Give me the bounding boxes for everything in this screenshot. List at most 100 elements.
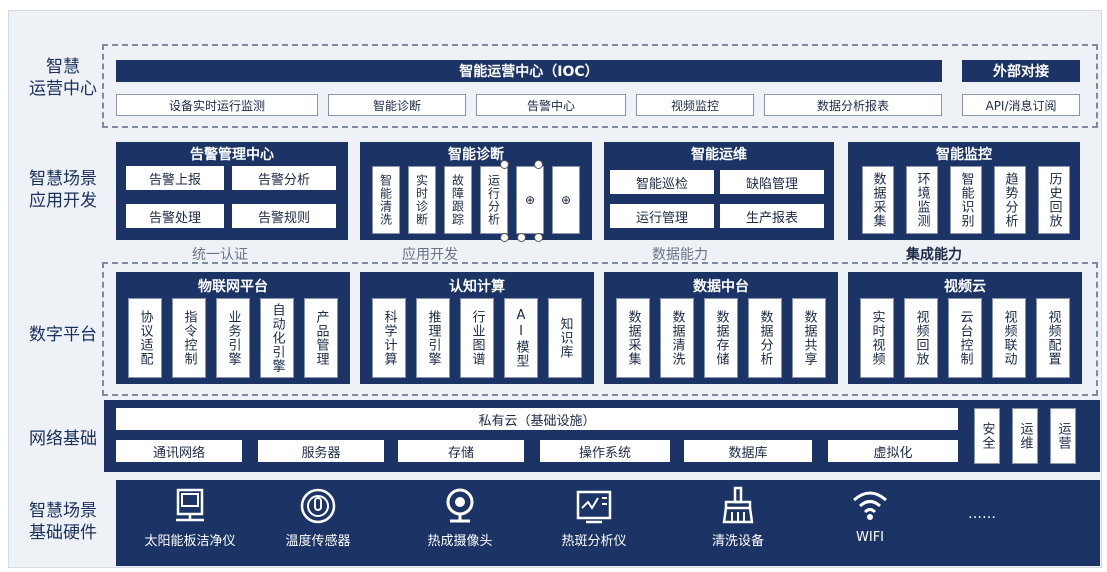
ioc-dashed-frame (102, 44, 1098, 128)
hardware-label: 热成摄像头 (427, 534, 493, 549)
alarm-center-title: 告警管理中心 (190, 147, 274, 163)
diagnosis-item: 故障跟踪 (444, 166, 472, 234)
hardware-item: 热斑分析仪 (524, 484, 664, 564)
hardware-item: 热成摄像头 (390, 484, 530, 564)
hardware-item: 清洗设备 (668, 484, 808, 564)
hardware-label: 温度传感器 (285, 534, 351, 549)
diagnosis-title: 智能诊断 (448, 147, 504, 163)
ioc-item-chip: 数据分析报表 (764, 94, 942, 116)
hardware-item: 温度传感器 (248, 484, 388, 564)
layer-label-hardware: 智慧场景 基础硬件 (29, 501, 97, 543)
sensor-icon (248, 486, 388, 526)
monitor-item: 智能识别 (950, 166, 982, 234)
ops-item: 运行管理 (610, 204, 714, 228)
ioc-item-chip: 智能诊断 (328, 94, 466, 116)
diagnosis-item: 实时诊断 (408, 166, 436, 234)
platform-item: 实时视频 (860, 298, 894, 378)
network-item: 虚拟化 (828, 440, 958, 462)
platform-item: 数据清洗 (660, 298, 694, 378)
camera-icon (390, 486, 530, 526)
ops-item: 智能巡检 (610, 170, 714, 194)
selection-handle[interactable] (500, 160, 509, 169)
ioc-item-chip: 设备实时运行监测 (116, 94, 318, 116)
platform-item: 业务引擎 (216, 298, 250, 378)
layer-label-platform: 数字平台 (29, 325, 97, 345)
network-side-item: 运维 (1012, 408, 1038, 464)
platform-item: 数据分析 (748, 298, 782, 378)
ops-item: 缺陷管理 (720, 170, 824, 194)
platform-item: 推理引擎 (416, 298, 450, 378)
capability-label: 应用开发 (402, 247, 458, 263)
hardware-item: …… (912, 484, 1052, 564)
monitor-item: 数据采集 (862, 166, 894, 234)
platform-panel-title: 认知计算 (449, 279, 505, 295)
platform-item: AI模型 (504, 298, 538, 378)
network-item: 通讯网络 (116, 440, 242, 462)
ioc-item-chip: 告警中心 (476, 94, 626, 116)
capability-label: 数据能力 (652, 247, 708, 263)
platform-item: 视频配置 (1036, 298, 1070, 378)
platform-panel-title: 物联网平台 (198, 279, 268, 295)
alarm-item: 告警上报 (126, 166, 224, 190)
network-item: 操作系统 (540, 440, 670, 462)
network-side-item: 安全 (974, 408, 1000, 464)
external-title-bar: 外部对接 (962, 60, 1080, 82)
layer-label-ioc: 智慧 运营中心 (29, 57, 97, 99)
hardware-label: 太阳能板洁净仪 (144, 534, 236, 549)
brush-icon (668, 486, 808, 526)
alarm-item: 告警处理 (126, 204, 224, 228)
selection-handle[interactable] (534, 160, 543, 169)
diagnosis-item: ⊕ (552, 166, 580, 234)
hardware-item: WIFI (800, 484, 940, 564)
ioc-item-chip: 视频监控 (636, 94, 754, 116)
monitor-item: 历史回放 (1038, 166, 1070, 234)
hardware-label: …… (968, 506, 996, 522)
platform-item: 视频回放 (904, 298, 938, 378)
hardware-label: WIFI (856, 530, 884, 545)
ops-item: 生产报表 (720, 204, 824, 228)
network-item: 存储 (398, 440, 524, 462)
diagnosis-item: ⊕ (516, 166, 544, 234)
platform-item: 指令控制 (172, 298, 206, 378)
selection-handle[interactable] (517, 233, 526, 242)
ops-title: 智能运维 (691, 147, 747, 163)
platform-item: 自动化引擎 (260, 298, 294, 378)
platform-item: 数据采集 (616, 298, 650, 378)
layer-label-scene-app: 智慧场景 应用开发 (29, 169, 97, 211)
capability-label: 统一认证 (192, 247, 248, 263)
hardware-label: 清洗设备 (711, 534, 764, 549)
platform-item: 知识库 (548, 298, 582, 378)
monitor-icon (120, 486, 260, 526)
alarm-item: 告警分析 (232, 166, 336, 190)
network-side-item: 运营 (1050, 408, 1076, 464)
capability-label: 集成能力 (906, 247, 962, 263)
platform-item: 视频联动 (992, 298, 1026, 378)
platform-dashed-frame (102, 262, 1098, 396)
hardware-label: 热斑分析仪 (561, 534, 627, 549)
hardware-item: 太阳能板洁净仪 (120, 484, 260, 564)
hardware-band (116, 480, 1100, 566)
platform-item: 数据存储 (704, 298, 738, 378)
platform-item: 协议适配 (128, 298, 162, 378)
platform-item: 云台控制 (948, 298, 982, 378)
ioc-title-bar: 智能运营中心（IOC） (116, 60, 942, 82)
monitor-item: 环境监测 (906, 166, 938, 234)
private-cloud-bar: 私有云（基础设施） (116, 408, 958, 430)
selection-handle[interactable] (534, 233, 543, 242)
network-item: 服务器 (258, 440, 384, 462)
diagnosis-item: 智能清洗 (372, 166, 400, 234)
analyzer-icon (524, 486, 664, 526)
platform-item: 科学计算 (372, 298, 406, 378)
layer-label-network: 网络基础 (29, 429, 97, 449)
network-item: 数据库 (684, 440, 812, 462)
external-api-chip: API/消息订阅 (962, 94, 1080, 116)
platform-item: 行业图谱 (460, 298, 494, 378)
monitor-title: 智能监控 (936, 147, 992, 163)
platform-item: 产品管理 (304, 298, 338, 378)
platform-item: 数据共享 (792, 298, 826, 378)
selection-handle[interactable] (500, 233, 509, 242)
alarm-item: 告警规则 (232, 204, 336, 228)
platform-panel-title: 视频云 (944, 279, 986, 295)
wifi-icon (800, 486, 940, 526)
platform-panel-title: 数据中台 (693, 279, 749, 295)
